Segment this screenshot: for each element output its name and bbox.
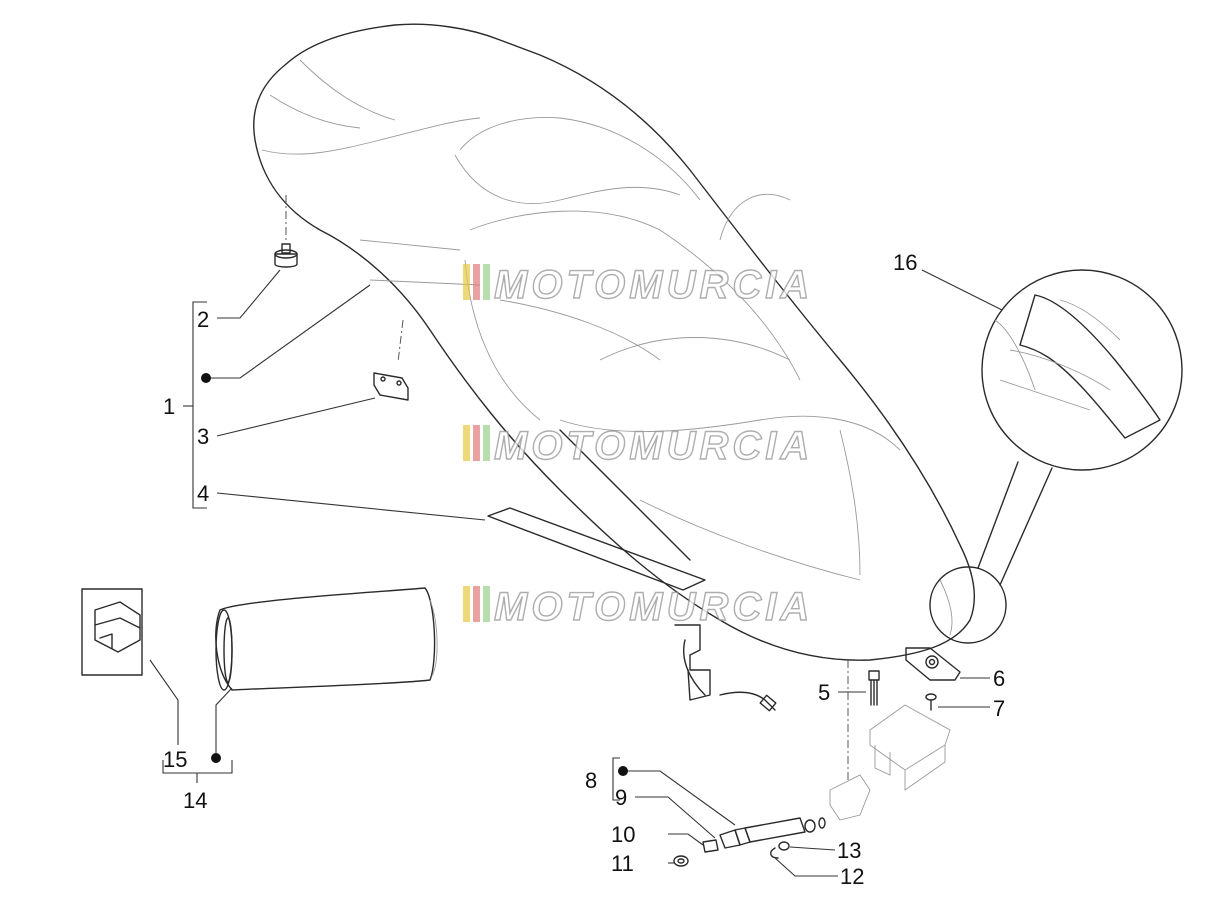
callout-1: 1 xyxy=(163,394,175,419)
callout-6: 6 xyxy=(993,666,1005,691)
callout-8: 8 xyxy=(585,768,597,793)
part-7-screw xyxy=(925,693,937,711)
callout-11: 11 xyxy=(611,851,634,876)
bullet-dot xyxy=(211,753,221,763)
callout-15: 15 xyxy=(163,747,187,772)
seat-switch-wiring xyxy=(674,624,777,712)
leader-lines xyxy=(149,269,1003,877)
part-4-strip xyxy=(487,507,706,591)
callout-7: 7 xyxy=(993,696,1005,721)
part-2-rubber-bumper xyxy=(274,243,298,268)
part-15-clip-box xyxy=(81,588,143,676)
seat-drawing xyxy=(253,23,975,661)
part-6-bracket xyxy=(905,647,961,681)
callout-12: 12 xyxy=(840,864,864,889)
seat-latch-assembly xyxy=(829,704,951,821)
gas-strut-assembly xyxy=(673,817,826,867)
watermark-text: MOTOMURCIA xyxy=(494,263,813,307)
watermark-text: MOTOMURCIA xyxy=(494,424,813,468)
part-16-detail-view xyxy=(929,269,1183,644)
callout-2: 2 xyxy=(197,307,209,332)
callout-9: 9 xyxy=(615,785,627,810)
axis-line-3 xyxy=(397,319,404,363)
callout-4: 4 xyxy=(197,481,209,506)
watermark-bottom: MOTOMURCIA xyxy=(463,584,813,630)
part-14-cover-roll xyxy=(215,587,438,691)
part-5-bolt xyxy=(868,670,880,706)
bullet-dot xyxy=(618,766,628,776)
callout-3: 3 xyxy=(197,424,209,449)
callout-10: 10 xyxy=(611,822,635,847)
part-3-clip xyxy=(373,372,409,401)
bullet-dot xyxy=(201,373,211,383)
callout-13: 13 xyxy=(837,838,861,863)
callout-5: 5 xyxy=(818,680,830,705)
callout-14: 14 xyxy=(183,788,207,813)
watermark-text: MOTOMURCIA xyxy=(494,585,813,629)
callout-16: 16 xyxy=(893,250,917,275)
watermark-top: MOTOMURCIA xyxy=(463,262,813,308)
watermark-middle: MOTOMURCIA xyxy=(463,423,813,469)
